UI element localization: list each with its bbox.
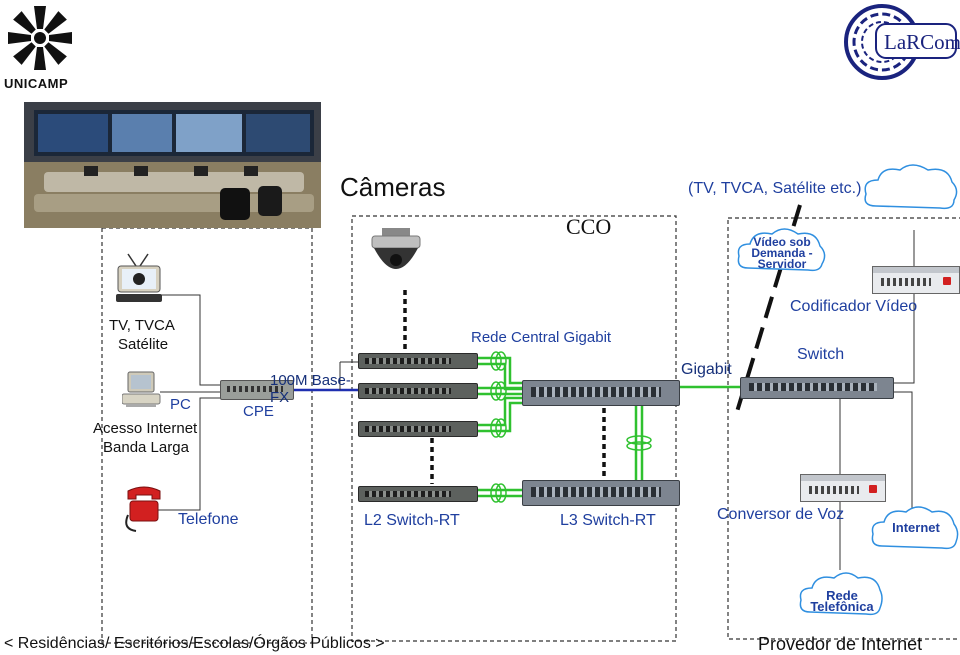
tv-label-line1: TV, TVCA xyxy=(109,317,175,334)
encoder-label: Codificador Vídeo xyxy=(790,298,918,315)
vod-label-line3: Servidor xyxy=(757,257,807,271)
gigabit-links xyxy=(476,356,740,498)
satellite-label: (TV, TVCA, Satélite etc.) xyxy=(688,180,862,197)
link-rings xyxy=(490,351,652,503)
vod-label-line2: Demanda - xyxy=(751,246,813,260)
fx-link-label-line1: 100M Base- xyxy=(270,372,351,389)
cpe-label: CPE xyxy=(243,403,274,420)
l2-switch-4 xyxy=(358,486,478,502)
camera-icon xyxy=(368,228,424,290)
l2-switch-1 xyxy=(358,353,478,369)
unicamp-logo-text: UNICAMP xyxy=(4,76,69,91)
internet-wire xyxy=(892,391,913,510)
unicamp-logo: UNICAMP xyxy=(4,4,76,92)
cco-title: CCO xyxy=(566,214,612,239)
voice-converter-device xyxy=(800,474,886,502)
video-encoder-device xyxy=(872,266,960,294)
voice-converter-label: Conversor de Voz xyxy=(717,506,845,523)
gigabit-label: Gigabit xyxy=(681,361,732,378)
client-zone-boundary xyxy=(101,227,313,644)
l2-switch-label: L2 Switch-RT xyxy=(364,512,460,529)
internet-cloud xyxy=(870,502,960,552)
client-zone-caption: < Residências/ Escritórios/Escolas/Órgão… xyxy=(4,635,385,652)
internet-access-label-line1: Acesso Internet xyxy=(93,420,198,437)
pc-label: PC xyxy=(170,396,191,413)
phone-wire xyxy=(150,397,222,511)
l3-switch-core xyxy=(522,380,680,406)
telephone-icon xyxy=(122,485,166,533)
provider-zone-caption: Provedor de Internet xyxy=(758,634,923,654)
phone-network-label-line1: Rede xyxy=(826,588,858,603)
tv-wire xyxy=(160,294,222,386)
switch-label: Switch xyxy=(797,346,845,363)
unicamp-emblem-icon xyxy=(8,6,72,70)
provider-switch xyxy=(740,377,894,399)
backbone-label: Rede Central Gigabit xyxy=(471,329,612,346)
vod-cloud xyxy=(736,224,828,274)
cameras-heading: Câmeras xyxy=(340,172,446,202)
phone-network-label-line2: Telefônica xyxy=(810,599,874,614)
fx-link-label-line2: FX xyxy=(270,389,290,406)
l2-switch-2 xyxy=(358,383,478,399)
satellite-cloud xyxy=(862,162,960,214)
cpe-device xyxy=(220,380,294,400)
provider-zone-boundary xyxy=(727,217,960,640)
internet-access-label-line2: Banda Larga xyxy=(103,439,189,456)
larcom-logo: LaRCom xyxy=(838,2,960,82)
encoder-switch-wire xyxy=(892,290,915,384)
pc-icon xyxy=(121,370,162,408)
vod-label-line1: Vídeo sob xyxy=(753,235,811,249)
cco-zone-boundary xyxy=(351,215,677,642)
larcom-emblem-icon xyxy=(844,4,957,80)
control-room-photo xyxy=(24,102,321,228)
internet-cloud-label: Internet xyxy=(892,520,940,535)
l3-switch-label: L3 Switch-RT xyxy=(560,512,656,529)
telephone-label: Telefone xyxy=(178,511,239,528)
l2-switch-3 xyxy=(358,421,478,437)
tv-icon xyxy=(114,252,164,306)
phone-network-cloud xyxy=(798,568,884,618)
l3-switch-lower xyxy=(522,480,680,506)
larcom-logo-text: LaRCom xyxy=(884,30,960,54)
tv-label-line2: Satélite xyxy=(118,336,169,353)
